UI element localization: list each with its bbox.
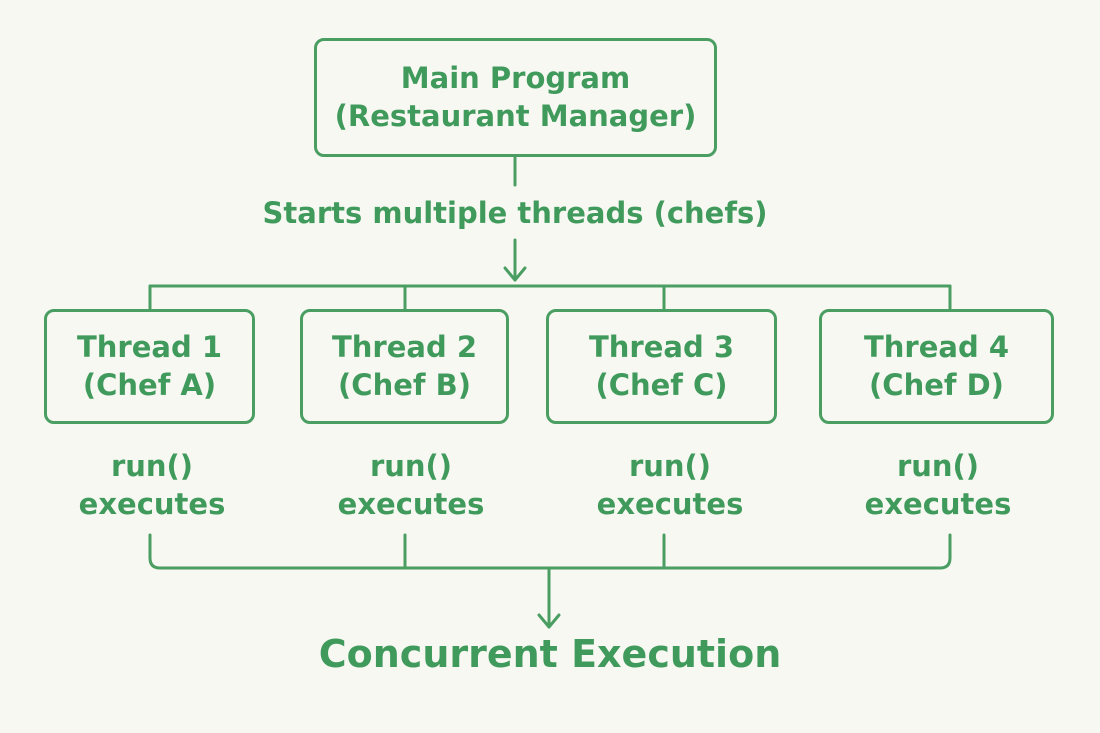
split-arrow-head xyxy=(503,266,527,282)
main-program-title: Main Program xyxy=(400,60,631,95)
run-status: executes xyxy=(78,487,226,521)
thread-chef: (Chef B) xyxy=(338,367,471,402)
thread-chef: (Chef D) xyxy=(869,367,1004,402)
run-status: executes xyxy=(337,487,485,521)
run-executes-label-4: run() executes xyxy=(818,447,1058,523)
thread-box-4: Thread 4 (Chef D) xyxy=(819,309,1054,424)
run-call: run() xyxy=(369,449,453,483)
thread-title: Thread 2 xyxy=(332,329,477,364)
thread-title: Thread 1 xyxy=(77,329,222,364)
run-call: run() xyxy=(110,449,194,483)
run-executes-label-1: run() executes xyxy=(32,447,272,523)
concurrent-execution-label: Concurrent Execution xyxy=(318,632,782,676)
merge-arrow-head xyxy=(537,613,561,629)
thread-title: Thread 3 xyxy=(589,329,734,364)
thread-box-1: Thread 1 (Chef A) xyxy=(44,309,255,424)
thread-chef: (Chef A) xyxy=(82,367,217,402)
starts-threads-label: Starts multiple threads (chefs) xyxy=(262,196,768,230)
run-call: run() xyxy=(628,449,712,483)
thread-title: Thread 4 xyxy=(864,329,1009,364)
thread-box-2: Thread 2 (Chef B) xyxy=(300,309,509,424)
merge-bracket xyxy=(148,533,952,570)
run-status: executes xyxy=(864,487,1012,521)
run-executes-label-2: run() executes xyxy=(291,447,531,523)
run-call: run() xyxy=(896,449,980,483)
main-program-box: Main Program (Restaurant Manager) xyxy=(314,38,717,157)
main-program-subtitle: (Restaurant Manager) xyxy=(334,98,697,133)
thread-chef: (Chef C) xyxy=(595,367,728,402)
thread-box-3: Thread 3 (Chef C) xyxy=(546,309,777,424)
run-executes-label-3: run() executes xyxy=(550,447,790,523)
run-status: executes xyxy=(596,487,744,521)
